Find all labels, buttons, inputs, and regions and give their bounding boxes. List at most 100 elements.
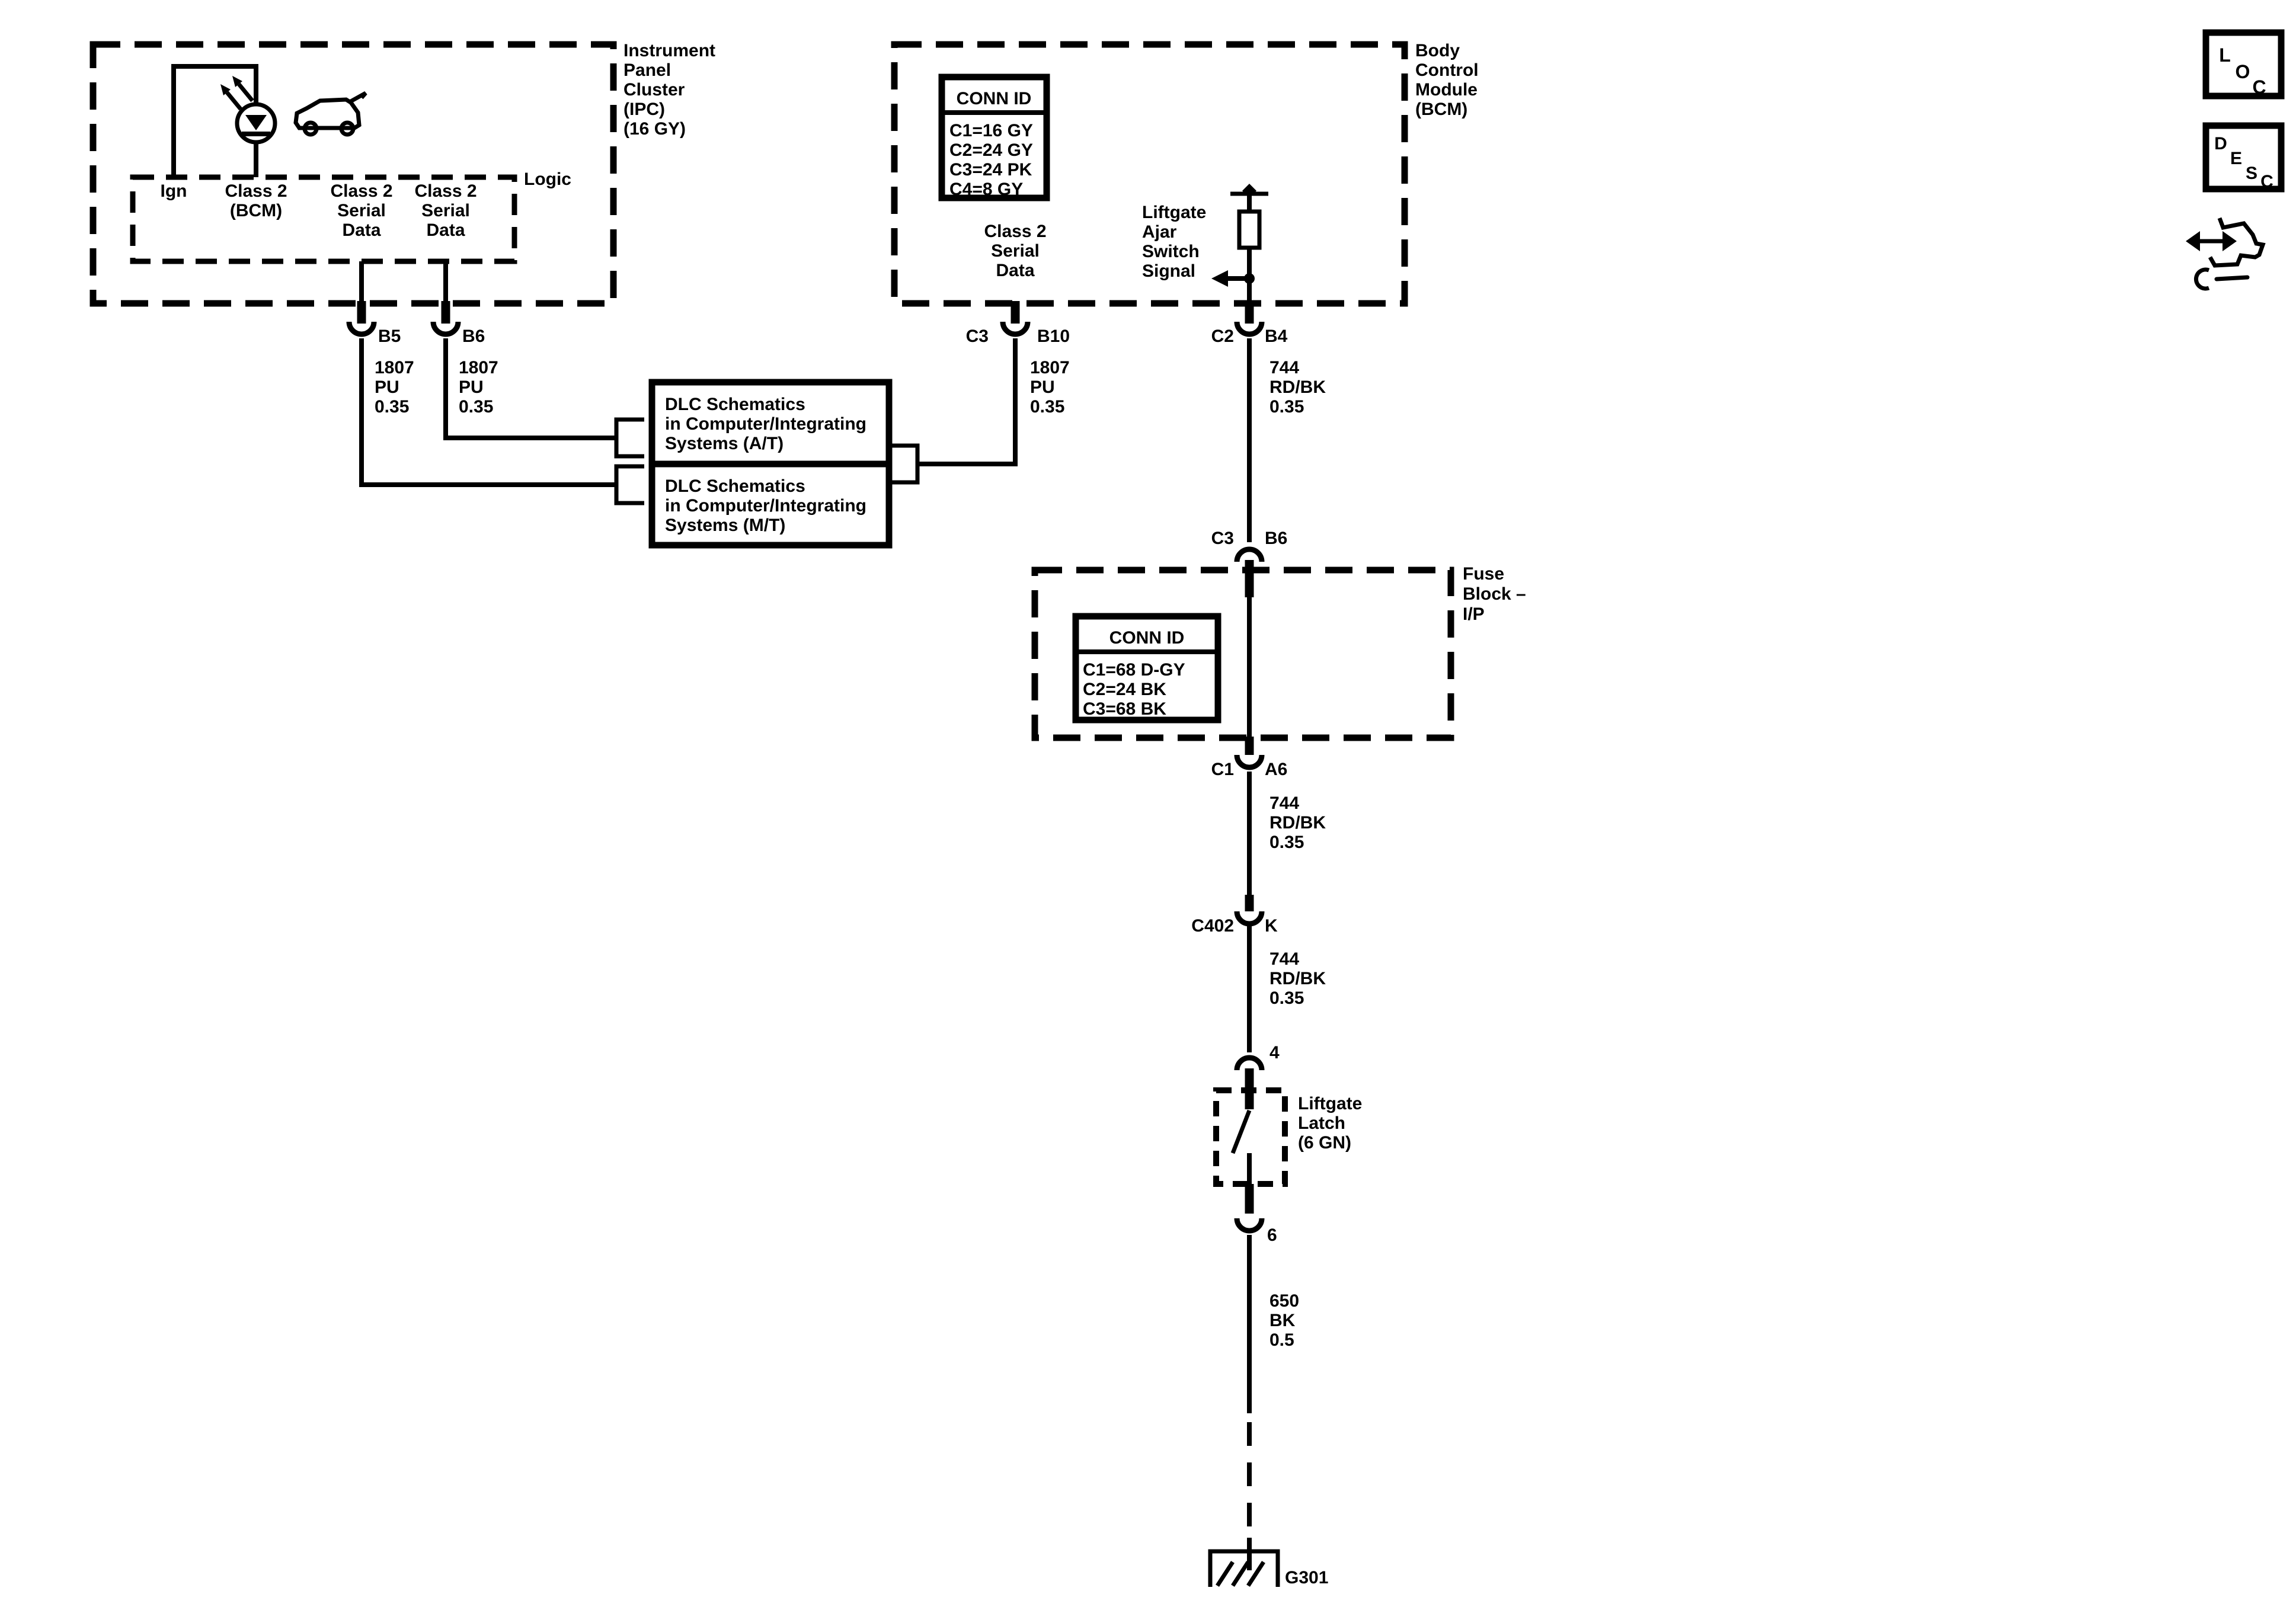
- wire-label-650: 650: [1269, 1291, 1299, 1311]
- bracket-right: [889, 443, 920, 485]
- desc-letter[interactable]: S: [2246, 164, 2257, 183]
- connector-cup-a6: [1234, 754, 1265, 770]
- ipc-pin-class2-bcm: Class 2: [225, 181, 287, 201]
- bcm-pin-liftgate-signal: Signal: [1142, 261, 1195, 281]
- conn-id-row: C3=24 PK: [949, 160, 1032, 180]
- wrench-handle[interactable]: [2214, 275, 2250, 281]
- loc-letter[interactable]: O: [2236, 61, 2250, 82]
- conn-id-row: C1=68 D-GY: [1083, 660, 1185, 680]
- ipc-title: Instrument Panel Cluster (IPC) (16 GY): [623, 41, 715, 139]
- fuse-title-line: Fuse: [1463, 564, 1504, 584]
- repair-navigation-icon[interactable]: [2186, 217, 2266, 291]
- connector-label-k: K: [1265, 916, 1278, 936]
- fuse-conn-id-table: CONN ID C1=68 D-GY C2=24 BK C3=68 BK: [1072, 613, 1221, 724]
- wire-label-b5: 0.35: [375, 397, 409, 417]
- connector-label-c3f: C3: [1211, 529, 1234, 548]
- bcm-output-connectors: C3 B10 1807 PU 0.35 C2 B4 744 RD/BK 0.35: [966, 301, 1326, 542]
- dlc-at-text[interactable]: DLC Schematics: [665, 395, 805, 414]
- bcm-conn-id-table: CONN ID C1=16 GY C2=24 GY C3=24 PK C4=8 …: [938, 73, 1050, 201]
- latch-label-line: Liftgate: [1298, 1094, 1362, 1113]
- dlc-mt-text[interactable]: Systems (M/T): [665, 516, 785, 535]
- led-ray-arrowhead: [232, 76, 242, 87]
- corner-controls: L O C D E S C: [2186, 29, 2285, 291]
- dlc-at-text[interactable]: in Computer/Integrating: [665, 414, 866, 434]
- suv-wheel: [302, 120, 319, 137]
- loc-button-border[interactable]: [2202, 29, 2285, 100]
- ground-symbol: [1208, 1549, 1280, 1587]
- dlc-reference: DLC Schematics in Computer/Integrating S…: [614, 338, 1018, 549]
- bcm-pin-class2: Serial: [991, 241, 1040, 261]
- connector-cup-b6f: [1234, 546, 1265, 562]
- ground-hatch: [1216, 1561, 1235, 1587]
- wire-b6-run: [443, 338, 616, 440]
- bcm-internal-circuit: [1211, 184, 1268, 302]
- double-arrow-left-head[interactable]: [2186, 231, 2200, 251]
- wire-label-a6: RD/BK: [1269, 813, 1326, 833]
- connector-cup-b10: [1000, 321, 1031, 337]
- ipc-title-line: (IPC): [623, 100, 665, 119]
- connector-label-c402: C402: [1191, 916, 1234, 936]
- dlc-mt-text[interactable]: DLC Schematics: [665, 476, 805, 496]
- wire-label-b6: PU: [459, 377, 484, 397]
- bracket-shape: [614, 417, 644, 459]
- loc-letter[interactable]: C: [2252, 76, 2266, 98]
- loc-button[interactable]: L O C: [2202, 29, 2285, 100]
- ipc-title-line: Panel: [623, 60, 671, 80]
- connector-label-b10: B10: [1037, 327, 1070, 346]
- bcm-title: Body Control Module (BCM): [1415, 41, 1479, 119]
- connector-label-a6: A6: [1265, 760, 1287, 779]
- wire-label-650: BK: [1269, 1311, 1296, 1330]
- ground-bracket: [1208, 1549, 1280, 1587]
- wire-label-650: 0.5: [1269, 1330, 1294, 1350]
- ipc-pin-ign: Ign: [161, 181, 187, 201]
- desc-button[interactable]: D E S C: [2202, 122, 2285, 193]
- wire-label-b5: PU: [375, 377, 399, 397]
- wrench-jaw[interactable]: [2194, 267, 2210, 291]
- conn-id-header: CONN ID: [1109, 628, 1185, 648]
- conn-id-row: C3=68 BK: [1083, 699, 1166, 719]
- liftgate-ajar-indicator-icon: [220, 76, 277, 145]
- led-ray-arrowhead: [220, 84, 231, 95]
- ipc-pin-serial-a: Serial: [337, 201, 386, 220]
- double-arrow-right-head[interactable]: [2223, 231, 2237, 251]
- connector-label-c3: C3: [966, 327, 989, 346]
- wire-label-b10: PU: [1030, 377, 1055, 397]
- bcm-module: Body Control Module (BCM) CONN ID C1=16 …: [891, 41, 1479, 307]
- ipc-pin-serial-b: Class 2: [414, 181, 477, 201]
- bracket-left-bottom: [614, 464, 644, 505]
- desc-letter[interactable]: C: [2260, 172, 2273, 191]
- bcm-pin-class2: Data: [996, 261, 1034, 280]
- wire-label-b4: 744: [1269, 358, 1299, 377]
- fuse-output-connector: C1 A6 744 RD/BK 0.35: [1211, 737, 1326, 895]
- fuse-block-box: [1031, 566, 1454, 741]
- wire-label-b10: 1807: [1030, 358, 1070, 377]
- ipc-pin-serial-a: Data: [342, 220, 380, 240]
- fuse-block: C3 B6 Fuse Block – I/P CONN ID C1=68 D-G…: [1031, 529, 1526, 741]
- bcm-pin-liftgate-signal: Switch: [1142, 242, 1200, 261]
- desc-letter[interactable]: E: [2230, 149, 2242, 168]
- conn-id-row: C4=8 GY: [949, 180, 1023, 199]
- panel-outline[interactable]: [2208, 217, 2266, 268]
- led-ray: [225, 91, 242, 111]
- conn-id-table-border: [938, 73, 1050, 201]
- connector-label-c2: C2: [1211, 327, 1234, 346]
- wire-label-b5: 1807: [375, 358, 414, 377]
- conn-id-row: C2=24 BK: [1083, 680, 1166, 699]
- desc-letter[interactable]: D: [2214, 134, 2227, 153]
- ipc-pin-class2-bcm: (BCM): [230, 201, 282, 220]
- desc-button-border[interactable]: [2202, 122, 2285, 193]
- logic-label: Logic: [524, 169, 571, 189]
- ipc-pin-serial-b: Data: [426, 220, 465, 240]
- wire-label-k: 744: [1269, 949, 1299, 969]
- wire-label-b10: 0.35: [1030, 397, 1064, 417]
- bcm-title-line: Module: [1415, 80, 1478, 100]
- wire-label-b4: 0.35: [1269, 397, 1304, 417]
- ground-hatch: [1246, 1561, 1265, 1587]
- bcm-title-line: Control: [1415, 60, 1479, 80]
- conn-id-table-border: [1072, 613, 1221, 724]
- dlc-mt-text[interactable]: in Computer/Integrating: [665, 496, 866, 516]
- wire-label-b6: 0.35: [459, 397, 493, 417]
- dlc-mt-box[interactable]: [648, 460, 893, 549]
- dlc-at-text[interactable]: Systems (A/T): [665, 434, 784, 453]
- loc-letter[interactable]: L: [2219, 44, 2231, 66]
